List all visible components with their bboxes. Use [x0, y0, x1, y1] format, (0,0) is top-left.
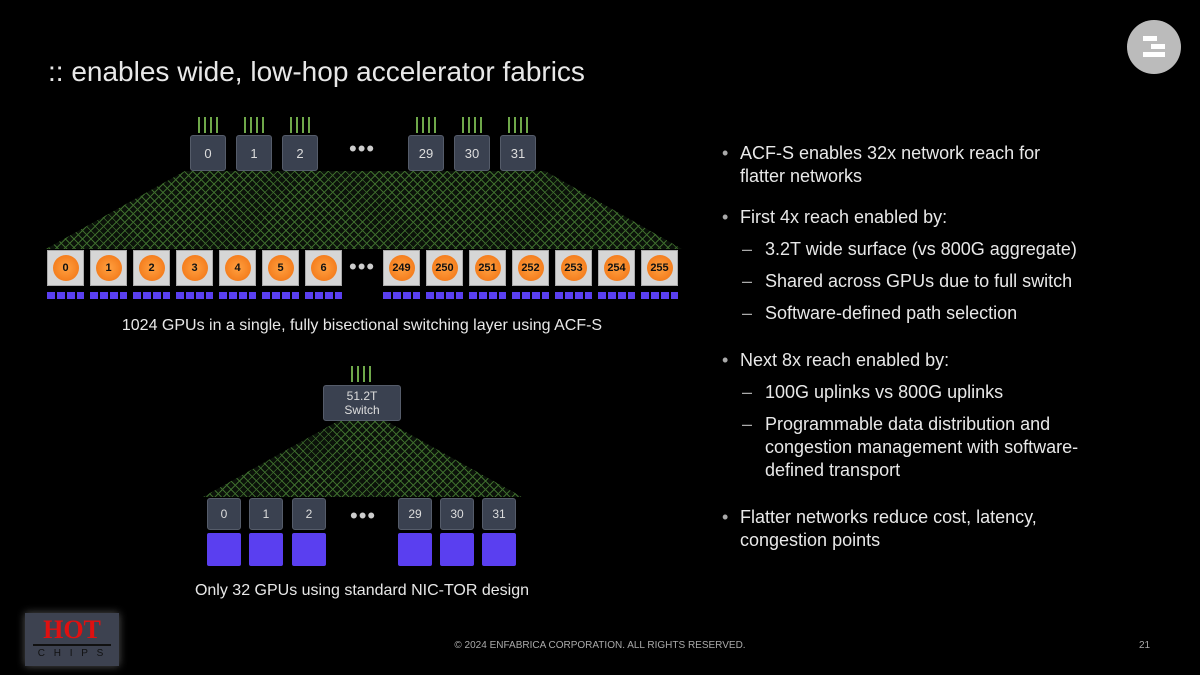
nic: 31: [482, 498, 516, 530]
switch-chip: 0: [190, 135, 226, 171]
sub-bullet: Programmable data distribution and conge…: [722, 413, 1102, 482]
sub-bullet: 3.2T wide surface (vs 800G aggregate): [722, 238, 1102, 261]
gpu-port-squares: [47, 292, 84, 299]
uplink-lines-icon: [198, 117, 220, 133]
uplink-lines-icon: [416, 117, 438, 133]
gpu-port-squares: [176, 292, 213, 299]
switch-chip: 30: [454, 135, 490, 171]
nic: 1: [249, 498, 283, 530]
gpu-block: [482, 533, 516, 566]
sub-bullet: Software-defined path selection: [722, 302, 1102, 325]
sub-bullet: Shared across GPUs due to full switch: [722, 270, 1102, 293]
gpu-port-squares: [426, 292, 463, 299]
switch-label: 51.2T: [346, 389, 378, 403]
gpu-label: 4: [224, 255, 251, 281]
gpu-label: 251: [474, 255, 501, 281]
gpu-label: 253: [560, 255, 587, 281]
gpu-node: 254: [598, 250, 635, 286]
bullet-text: Next 8x reach enabled by:: [740, 350, 950, 370]
nic-tor-caption: Only 32 GPUs using standard NIC-TOR desi…: [194, 582, 530, 599]
gpu-port-squares: [469, 292, 506, 299]
uplink-lines-icon: [244, 117, 266, 133]
gpu-label: 6: [310, 255, 337, 281]
bullet-text: ACF-S enables 32x network reach for flat…: [740, 143, 1041, 186]
switch-chip: 29: [408, 135, 444, 171]
switch-label: Switch: [344, 403, 380, 417]
switch-chip: 31: [500, 135, 536, 171]
acf-s-caption: 1024 GPUs in a single, fully bisectional…: [121, 317, 603, 334]
bullet-item: Next 8x reach enabled by: 100G uplinks vs…: [722, 349, 1182, 482]
gpu-node: 251: [469, 250, 506, 286]
gpu-node: 250: [426, 250, 463, 286]
ellipsis: •••: [349, 136, 376, 161]
gpu-node: 1: [90, 250, 127, 286]
gpu-block: [398, 533, 432, 566]
gpu-port-squares: [219, 292, 256, 299]
gpu-node: 253: [555, 250, 592, 286]
gpu-label: 255: [646, 255, 673, 281]
gpu-port-squares: [262, 292, 299, 299]
gpu-block: [440, 533, 474, 566]
bullet-list: ACF-S enables 32x network reach for flat…: [722, 142, 1182, 570]
bullet-item: Flatter networks reduce cost, latency, c…: [722, 506, 1182, 552]
gpu-label: 249: [388, 255, 415, 281]
gpu-block: [207, 533, 241, 566]
gpu-node: 0: [47, 250, 84, 286]
sub-bullet: 100G uplinks vs 800G uplinks: [722, 381, 1102, 404]
gpu-port-squares: [305, 292, 342, 299]
nic: 2: [292, 498, 326, 530]
gpu-label: 1: [95, 255, 122, 281]
ellipsis: •••: [350, 503, 377, 528]
gpu-port-squares: [598, 292, 635, 299]
nic: 29: [398, 498, 432, 530]
gpu-block: [292, 533, 326, 566]
gpu-label: 2: [138, 255, 165, 281]
gpu-label: 0: [52, 255, 79, 281]
gpu-node: 6: [305, 250, 342, 286]
nic: 0: [207, 498, 241, 530]
gpu-node: 255: [641, 250, 678, 286]
copyright-footer: © 2024 ENFABRICA CORPORATION. ALL RIGHTS…: [454, 640, 746, 651]
bullet-text: Flatter networks reduce cost, latency, c…: [740, 507, 1037, 550]
gpu-node: 5: [262, 250, 299, 286]
gpu-node: 4: [219, 250, 256, 286]
gpu-label: 5: [267, 255, 294, 281]
uplink-lines-icon: [462, 117, 484, 133]
gpu-node: 2: [133, 250, 170, 286]
gpu-port-squares: [90, 292, 127, 299]
gpu-port-squares: [641, 292, 678, 299]
gpu-label: 252: [517, 255, 544, 281]
uplink-lines-icon: [290, 117, 312, 133]
switch-chip: 2: [282, 135, 318, 171]
slide-title: :: enables wide, low-hop accelerator fab…: [48, 56, 585, 87]
gpu-block: [249, 533, 283, 566]
ellipsis: •••: [349, 254, 376, 279]
gpu-label: 250: [431, 255, 458, 281]
enfabrica-logo-icon: [1127, 20, 1181, 74]
gpu-port-squares: [512, 292, 549, 299]
bullet-item: First 4x reach enabled by: 3.2T wide surf…: [722, 206, 1182, 325]
hot-chips-logo: HOT C H I P S: [25, 613, 119, 666]
gpu-node: 249: [383, 250, 420, 286]
uplink-lines-icon: [508, 117, 530, 133]
bullet-item: ACF-S enables 32x network reach for flat…: [722, 142, 1182, 188]
gpu-port-squares: [133, 292, 170, 299]
gpu-node: 3: [176, 250, 213, 286]
nic: 30: [440, 498, 474, 530]
page-number: 21: [1139, 640, 1151, 651]
uplink-lines-icon: [351, 366, 373, 382]
gpu-node: 252: [512, 250, 549, 286]
gpu-port-squares: [555, 292, 592, 299]
switch-chip: 1: [236, 135, 272, 171]
gpu-label: 254: [603, 255, 630, 281]
bullet-text: First 4x reach enabled by:: [740, 207, 948, 227]
gpu-label: 3: [181, 255, 208, 281]
gpu-port-squares: [383, 292, 420, 299]
